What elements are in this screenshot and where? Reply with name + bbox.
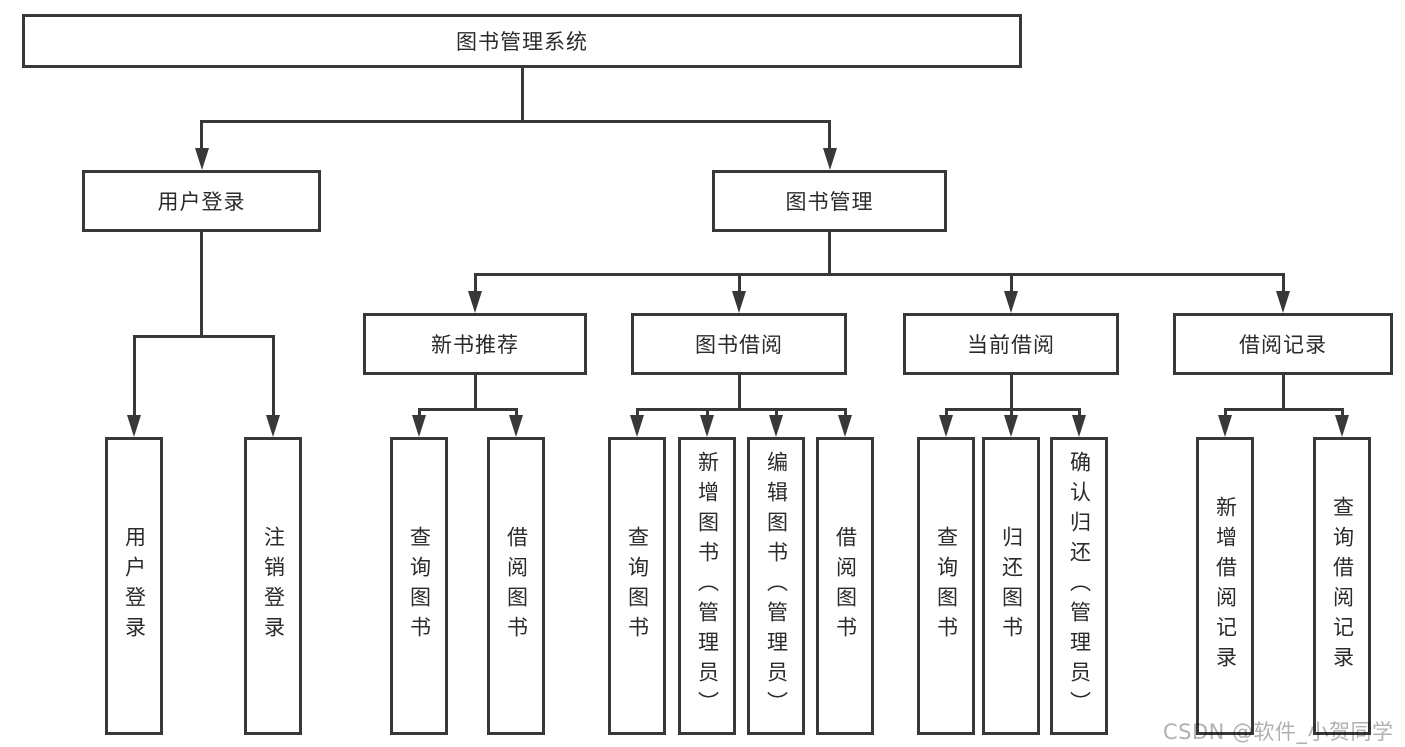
connector-line-vertical [843,411,847,417]
leaf-label: 借阅图书 [504,526,529,646]
arrowhead-down-icon [732,291,746,313]
leaf-label: 查询图书 [407,526,432,646]
arrowhead-down-icon [194,148,209,170]
connector-line-horizontal [944,408,1081,411]
leaf-label: 归还图书 [999,526,1024,646]
connector-line-vertical [514,411,518,417]
leaf-label: 注销登录 [261,526,286,646]
connector-line-vertical [1009,276,1013,293]
connector-line-vertical [473,375,477,411]
leaf-add-book-admin: 新增图书（管理员） [678,437,736,735]
connector-line-vertical [828,123,831,150]
arrowhead-down-icon [939,415,953,437]
connector-line-vertical [520,68,524,123]
node-new-book-recommendation: 新书推荐 [363,313,587,375]
connector-line-vertical [705,411,709,417]
leaf-borrow-books: 借阅图书 [816,437,874,735]
connector-line-horizontal [473,273,1285,276]
leaf-edit-book-admin: 编辑图书（管理员） [747,437,805,735]
node-label: 图书借阅 [695,333,783,357]
leaf-user-login: 用户登录 [105,437,163,735]
leaf-label: 新增图书（管理员） [695,451,720,721]
connector-line-vertical [473,276,477,293]
node-label: 借阅记录 [1239,333,1327,357]
arrowhead-down-icon [822,148,837,170]
arrowhead-down-icon [468,291,482,313]
node-label: 当前借阅 [967,333,1055,357]
arrowhead-down-icon [412,415,426,437]
arrowhead-down-icon [1072,415,1086,437]
connector-line-vertical [1340,411,1344,417]
connector-line-vertical [1223,411,1227,417]
leaf-query-borrow-record: 查询借阅记录 [1313,437,1371,735]
connector-line-vertical [1077,411,1081,417]
connector-line-vertical [774,411,778,417]
csdn-watermark: CSDN @软件_小贺同学 [1163,720,1394,744]
connector-line-horizontal [635,408,847,411]
leaf-return-books: 归还图书 [982,437,1040,735]
connector-line-vertical [132,338,136,417]
connector-line-vertical [1009,375,1013,411]
leaf-logout: 注销登录 [244,437,302,735]
connector-line-horizontal [200,120,831,123]
connector-line-vertical [417,411,421,417]
arrowhead-down-icon [1218,415,1232,437]
connector-line-vertical [635,411,639,417]
connector-line-horizontal [1223,408,1344,411]
node-current-borrowing: 当前借阅 [903,313,1119,375]
node-borrowing-records: 借阅记录 [1173,313,1393,375]
connector-line-vertical [1281,276,1285,293]
leaf-label: 查询借阅记录 [1330,496,1355,676]
leaf-borrow-books-recommend: 借阅图书 [487,437,545,735]
connector-line-vertical [944,411,948,417]
connector-line-vertical [737,276,741,293]
connector-line-vertical [200,232,203,338]
connector-line-horizontal [417,408,518,411]
arrowhead-down-icon [127,415,141,437]
leaf-add-borrow-record: 新增借阅记录 [1196,437,1254,735]
arrowhead-down-icon [630,415,644,437]
leaf-query-books-recommend: 查询图书 [390,437,448,735]
leaf-query-books-current: 查询图书 [917,437,975,735]
node-user-login: 用户登录 [82,170,321,232]
arrowhead-down-icon [769,415,783,437]
leaf-label: 新增借阅记录 [1213,496,1238,676]
leaf-query-books-borrowing: 查询图书 [608,437,666,735]
arrowhead-down-icon [700,415,714,437]
node-book-borrowing: 图书借阅 [631,313,847,375]
leaf-label: 用户登录 [122,526,147,646]
arrowhead-down-icon [509,415,523,437]
node-book-management: 图书管理 [712,170,947,232]
arrowhead-down-icon [838,415,852,437]
arrowhead-down-icon [1004,415,1018,437]
connector-line-vertical [737,375,741,411]
connector-line-vertical [1281,375,1285,411]
node-label: 新书推荐 [431,333,519,357]
connector-line-horizontal [132,335,275,338]
leaf-confirm-return-admin: 确认归还（管理员） [1050,437,1108,735]
leaf-label: 借阅图书 [833,526,858,646]
arrowhead-down-icon [1276,291,1290,313]
node-label: 图书管理系统 [456,30,588,54]
leaf-label: 确认归还（管理员） [1067,451,1092,721]
connector-line-vertical [271,338,275,417]
node-library-management-system: 图书管理系统 [22,14,1022,68]
arrowhead-down-icon [1335,415,1349,437]
leaf-label: 查询图书 [625,526,650,646]
connector-line-vertical [1009,411,1013,417]
leaf-label: 编辑图书（管理员） [764,451,789,721]
leaf-label: 查询图书 [934,526,959,646]
node-label: 图书管理 [785,190,874,214]
node-label: 用户登录 [157,190,246,214]
arrowhead-down-icon [1004,291,1018,313]
connector-line-vertical [828,232,831,276]
connector-line-vertical [200,123,203,150]
arrowhead-down-icon [266,415,280,437]
